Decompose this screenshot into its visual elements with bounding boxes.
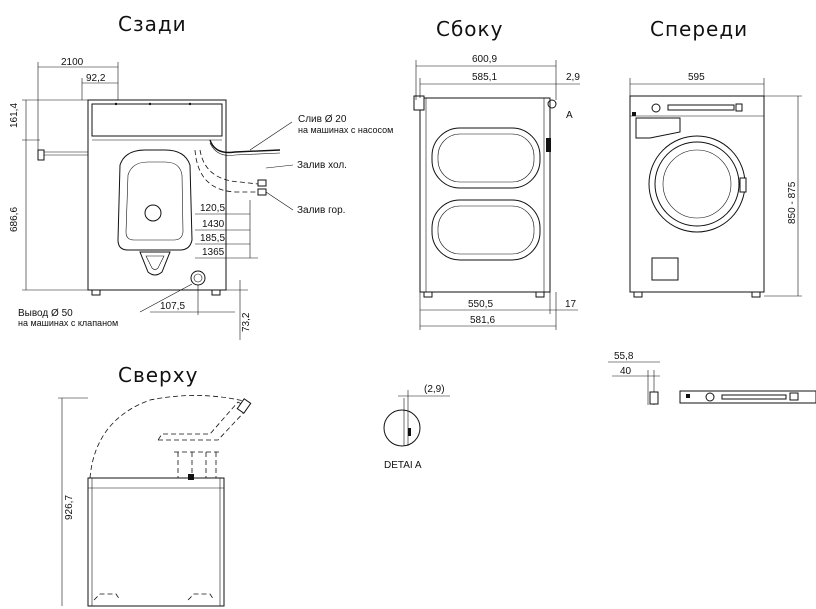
detail-a-circle [383,409,421,447]
dim-17: 17 [565,299,577,310]
dim-850-875: 850 - 875 [787,181,798,224]
hot-inlet-label: Залив гор. [297,205,345,216]
view-title-side: Сбоку [436,17,503,41]
rear-body [87,99,227,291]
top-body [87,477,225,607]
dim-73-2: 73,2 [241,312,252,332]
side-window-upper [431,127,541,189]
cold-inlet-label: Залив хол. [297,160,347,171]
dim-1365: 1365 [202,247,225,258]
dim-120-5: 120,5 [200,203,225,214]
front-view: 595 850 - 875 [629,72,802,298]
front-body [629,95,765,293]
dim-185-5: 185,5 [200,233,225,244]
rear-cover-hole [144,204,162,222]
dim-2100: 2100 [61,57,84,68]
dim-92-2: 92,2 [86,73,106,84]
dim-1430: 1430 [202,219,225,230]
dim-926-7: 926,7 [64,495,75,520]
front-door [648,135,746,233]
dim-161-4: 161,4 [9,103,20,128]
rear-cover [117,149,193,251]
dim-585-1: 585,1 [472,72,497,83]
panel-detail: 55,8 40 [608,351,816,405]
outlet-sublabel: на машинах с клапаном [18,318,118,328]
view-title-front: Спереди [650,17,748,41]
side-window-lower [431,199,541,261]
side-marker-a: A [566,110,573,121]
dim-686-6: 686,6 [9,207,20,232]
detail-a: (2,9) DETAI A [383,384,450,471]
top-view: 926,7 [58,395,252,607]
drain-sublabel: на машинах с насосом [298,125,393,135]
outlet-label: Вывод Ø 50 [18,308,73,319]
front-filter-hatch [651,257,679,281]
dim-55-8: 55,8 [614,351,634,362]
detail-a-label: DETAI A [384,460,422,471]
dim-595: 595 [688,72,705,83]
panel-strip [679,390,816,404]
drain-hose [209,139,281,154]
dim-2-9: 2,9 [566,72,580,83]
rear-top-panel [91,103,223,137]
view-title-rear: Сзади [118,12,187,36]
dim-600-9: 600,9 [472,54,497,65]
detail-a-dim: (2,9) [424,384,445,395]
front-program-knob [651,103,661,113]
dim-550-5: 550,5 [468,299,493,310]
dim-107-5: 107,5 [160,301,185,312]
rear-view: 2100 92,2 161,4 686,6 120,5 1430 185,5 1… [9,57,393,340]
side-view: 600,9 585,1 2,9 A 550,5 17 581,6 [413,54,580,330]
drain-label: Слив Ø 20 [298,114,347,125]
panel-knob-side [649,391,659,405]
rear-outlet [190,270,206,286]
side-body [419,97,551,293]
view-title-top: Сверху [118,363,198,387]
dim-40: 40 [620,366,632,377]
dim-581-6: 581,6 [470,315,495,326]
lid-swing-arc [89,395,249,479]
